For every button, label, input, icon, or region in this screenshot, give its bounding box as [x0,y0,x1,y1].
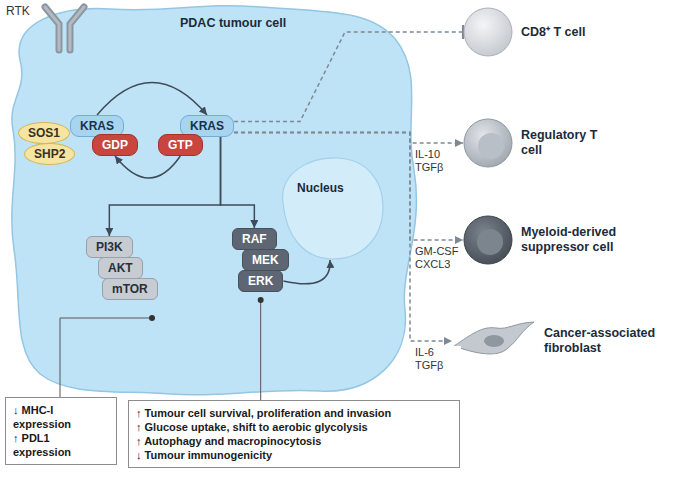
node-text: SOS1 [28,126,60,140]
rtk-highlight [70,7,84,50]
connector [234,133,463,143]
node-text: GDP [102,138,128,152]
cell-membrane [0,0,430,405]
rtk-highlight [45,7,59,50]
node-text: PDAC tumour cell [180,16,286,30]
effect-box: ↓ MHC-I expression↑ PDL1 expression [5,397,117,465]
node-text: KRAS [80,119,114,133]
node-text: ↓ MHC-I expression [13,403,109,431]
erk-box: ERK [238,270,283,292]
akt-box: AKT [98,257,143,279]
node-text: Nucleus [297,181,344,195]
t-cell-circle [463,7,513,57]
node-text: ↑ PDL1 expression [13,431,109,459]
node-text: ERK [248,274,273,288]
cell-icon [452,320,536,362]
cell-icon [463,215,513,265]
tumour-cell: PDAC tumour cellKRAS GDP KRAS GTP SOS1SHP2PI… [0,0,430,405]
cell-icon [463,118,513,168]
node-text: KRAS [190,119,224,133]
mdsc-cell: Myeloid-derived suppressor cell [463,215,636,265]
node-text: Myeloid-derived suppressor cell [521,225,636,255]
connector [234,133,463,240]
connector [97,83,207,116]
node-text: ↑ Glucose uptake, shift to aerobic glyco… [136,420,452,434]
node-text: ↑ Tumour cell survival, proliferation an… [136,406,452,420]
connector [283,260,330,284]
nucleus: Nucleus [275,155,385,260]
treg-circle [463,118,513,168]
cytokine-label: IL-10 TGFβ [415,148,461,174]
node-text: GTP [168,138,193,152]
effect-box: ↑ Tumour cell survival, proliferation an… [128,400,460,468]
node-text: ↓ Tumour immunogenicity [136,448,452,462]
mdsc-circle [463,215,513,265]
gtp-badge: GTP [158,134,203,156]
pi3k-box: PI3K [86,236,133,258]
raf-box: RAF [232,228,277,250]
leader-dot [258,297,264,303]
rtk-arm [70,7,84,50]
node-text: mTOR [112,282,148,296]
node-text: RAF [242,232,267,246]
node-text: AKT [108,261,133,275]
connector [115,156,180,178]
nucleus-shape [275,155,385,260]
rtk-arm [45,7,59,50]
node-text: Cancer-associated fibroblast [544,326,670,356]
leader-dot [149,315,155,321]
shp2-oval: SHP2 [24,143,75,165]
node-text: MEK [252,253,279,267]
part-label: RTK [6,4,30,18]
connector [60,318,152,397]
node-text: PI3K [96,240,123,254]
fibroblast: Cancer-associated fibroblast [452,320,670,362]
gdp-badge: GDP [92,134,138,156]
connector [260,300,261,400]
regulatory-t-cell: Regulatory T cell [463,118,601,168]
node-text: CD8⁺ T cell [521,25,585,40]
fibroblast-shape [452,320,536,362]
node-text: Regulatory T cell [521,128,601,158]
cytokine-label: IL-6 TGFβ [415,346,461,372]
cytokine-label: GM-CSF CXCL3 [415,245,461,271]
connector [221,137,255,228]
node-text: ↑ Autophagy and macropinocytosis [136,434,452,448]
mtor-box: mTOR [102,278,158,300]
mek-box: MEK [242,249,289,271]
node-text: SHP2 [34,147,65,161]
sos1-oval: SOS1 [18,122,70,144]
connector [234,32,463,122]
cell-icon [463,7,513,57]
cd8-t-cell: CD8⁺ T cell [463,7,585,57]
